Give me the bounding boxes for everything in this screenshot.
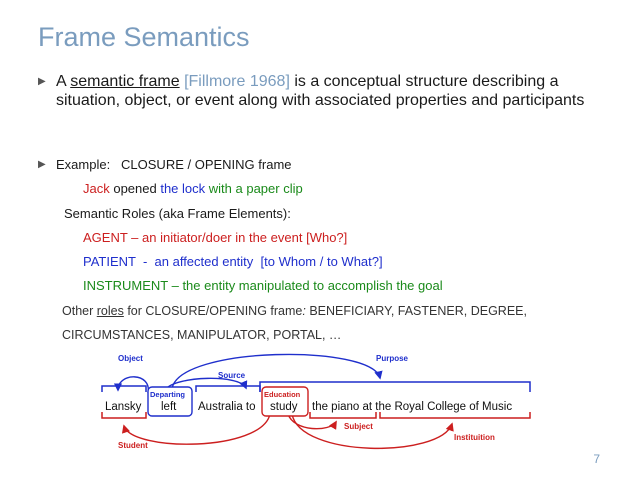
bullet-triangle-icon: ▶ bbox=[38, 159, 46, 170]
arc-purpose bbox=[171, 353, 383, 390]
box-education bbox=[261, 386, 309, 417]
bracket-purpose bbox=[259, 381, 531, 392]
role-patient: PATIENT - an affected entity [to Whom / … bbox=[83, 254, 383, 269]
role-desc: - an affected entity bbox=[135, 254, 261, 269]
citation: [Fillmore 1968] bbox=[184, 73, 290, 90]
arc-object bbox=[113, 376, 149, 394]
role-question: [to Whom / to What?] bbox=[260, 254, 383, 269]
sentence-verb: opened bbox=[109, 181, 161, 196]
bracket-lansky bbox=[101, 385, 147, 392]
other-roles-frame: for CLOSURE/OPENING frame bbox=[123, 304, 303, 318]
label-subject: Subject bbox=[344, 422, 373, 431]
role-desc: – the entity manipulated to accomplish t… bbox=[167, 278, 443, 293]
role-desc: – an initiator/doer in the event bbox=[127, 230, 307, 245]
bracket-subject bbox=[309, 412, 377, 419]
roles-term: roles bbox=[96, 304, 124, 318]
word-australia-to: Australia to bbox=[198, 401, 256, 413]
semantic-frame-term: semantic frame bbox=[70, 73, 180, 90]
role-name: INSTRUMENT bbox=[83, 278, 168, 293]
arc-institution bbox=[291, 413, 454, 450]
arc-source bbox=[165, 377, 248, 390]
role-question: [Who?] bbox=[306, 230, 348, 245]
label-purpose: Purpose bbox=[376, 354, 409, 363]
bracket-institution bbox=[379, 412, 531, 419]
label-departing: Departing bbox=[150, 390, 185, 399]
role-instrument: INSTRUMENT – the entity manipulated to a… bbox=[83, 278, 443, 293]
example-sentence: Jack opened the lock with a paper clip bbox=[83, 181, 303, 196]
label-institution: Instituition bbox=[454, 433, 495, 442]
definition-rest: is a conceptual structure describing a s… bbox=[56, 73, 585, 109]
role-agent: AGENT – an initiator/doer in the event [… bbox=[83, 230, 347, 245]
word-phrase: the piano at the Royal College of Music bbox=[312, 401, 512, 413]
page-number: 7 bbox=[593, 452, 600, 466]
other-roles-colon: : bbox=[302, 304, 306, 318]
other-roles-prefix: Other bbox=[62, 304, 97, 318]
roles-header: Semantic Roles (aka Frame Elements): bbox=[64, 206, 291, 221]
label-education: Education bbox=[264, 390, 301, 399]
bracket-student bbox=[101, 412, 147, 419]
other-roles-list: BENEFICIARY, FASTENER, DEGREE, bbox=[305, 304, 527, 318]
bullet-triangle-icon: ▶ bbox=[38, 76, 46, 87]
slide-title: Frame Semantics bbox=[38, 22, 250, 52]
arc-subject bbox=[287, 413, 337, 430]
word-study: study bbox=[270, 401, 298, 413]
label-object: Object bbox=[118, 354, 143, 363]
bracket-australia bbox=[195, 385, 261, 392]
arc-student bbox=[121, 413, 271, 445]
definition-paragraph: A semantic frame [Fillmore 1968] is a co… bbox=[56, 72, 616, 110]
definition-prefix: A bbox=[56, 73, 71, 90]
sentence-instrument: with a paper clip bbox=[205, 181, 303, 196]
box-departing bbox=[147, 386, 193, 417]
label-source: Source bbox=[218, 371, 246, 380]
word-left: left bbox=[161, 401, 177, 413]
other-roles-line2: CIRCUMSTANCES, MANIPULATOR, PORTAL, … bbox=[62, 328, 342, 342]
example-label: Example: CLOSURE / OPENING frame bbox=[56, 157, 292, 172]
word-lansky: Lansky bbox=[105, 401, 142, 413]
role-name: AGENT bbox=[83, 230, 128, 245]
sentence-patient: the lock bbox=[160, 181, 206, 196]
sentence-agent: Jack bbox=[83, 181, 110, 196]
role-name: PATIENT bbox=[83, 254, 136, 269]
other-roles-line1: Other roles for CLOSURE/OPENING frame: B… bbox=[62, 304, 527, 318]
label-student: Student bbox=[118, 441, 148, 450]
